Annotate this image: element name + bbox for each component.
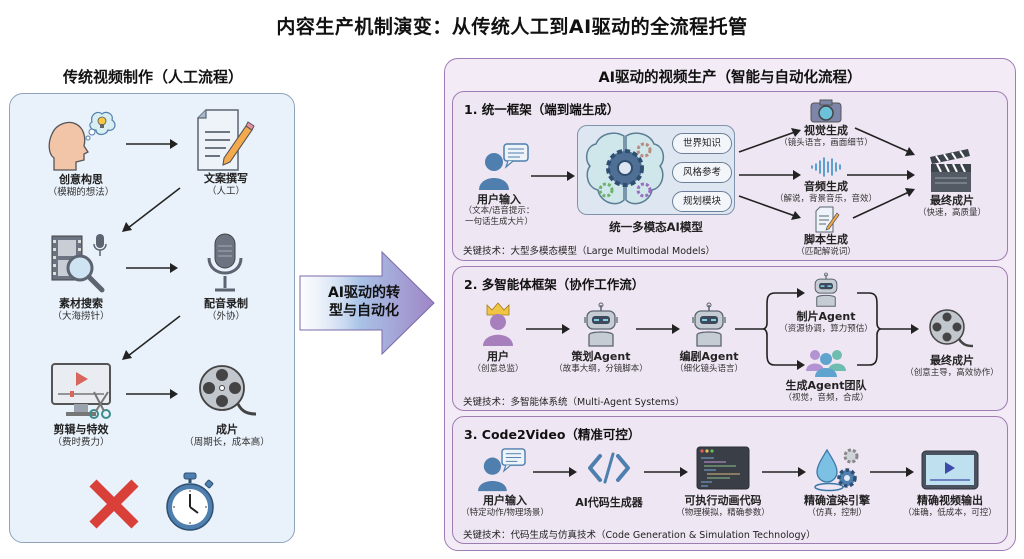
step-material-label: 素材搜索 （大海捞针） [52,297,110,322]
code-editor-icon [696,446,750,490]
camera-icon [810,99,842,123]
render-engine-label: 精确渲染引擎 （仿真，控制） [804,494,870,518]
monitor-scissors-icon [51,363,111,419]
arrow-right [126,263,178,273]
arrow-right [762,467,806,477]
clapperboard-icon [930,149,971,192]
robot-icon [692,302,726,347]
step-voice-label: 配音录制 （外协） [204,297,248,322]
arrow-right [644,467,688,477]
anim-code-label: 可执行动画代码 （物理模拟，精确参数） [676,494,770,518]
arrow-right [531,171,575,181]
step-script-label: 文案撰写 （人工） [204,172,248,197]
producer-robot-icon [814,272,838,307]
code-generator-label: AI代码生成器 [575,496,643,509]
pill-world-knowledge: 世界知识 [672,133,732,154]
head-idea-icon [48,111,116,171]
stopwatch-icon [166,472,214,531]
s1-user-label: 用户输入 （文本/语音提示： 一句话生成大片） [463,193,535,227]
s1-key-tech: 关键技术：大型多模态模型（Large Multimodal Models） [463,246,716,257]
microphone-icon [207,233,243,292]
transition-arrow [299,250,435,356]
section-3-title: 3. Code2Video（精准可控） [464,427,641,442]
audio-gen-label: 音频生成 （解说，背景音乐，音效） [774,180,877,204]
section-1-title: 1. 统一框架（端到端生成） [464,102,620,117]
robot-icon [584,302,618,347]
pill-planning-module: 规划模块 [672,191,732,212]
red-x-icon [89,479,139,529]
video-output-label: 精确视频输出 （准确，低成本，可控） [903,494,997,518]
transition-label: AI驱动的转 型与自动化 [327,285,401,319]
brain-gears-icon [585,132,665,205]
page-title: 内容生产机制演变：从传统人工到AI驱动的全流程托管 [276,16,748,38]
s2-final-label: 最终成片 （创意主导，高效协作） [905,354,999,378]
s2-user-label: 用户 （创意总监） [472,350,524,374]
arrow-right [636,324,680,334]
section-2-title: 2. 多智能体框架（协作工作流） [464,277,645,292]
user-chat-icon [478,448,526,492]
render-engine-icon [814,448,859,492]
s2-key-tech: 关键技术：多智能体系统（Multi-Agent Systems） [463,397,685,408]
model-label: 统一多模态AI模型 [609,220,703,234]
s3-user-label: 用户输入 （特定动作/物理场景） [461,494,549,518]
arrow-right [870,467,914,477]
branch-arrows [738,127,915,220]
step-final-label: 成片 （周期长，成本高） [184,423,270,448]
document-pencil-icon [197,109,255,171]
agent-branch-arrows [735,288,919,370]
agent-team-icon [806,350,846,377]
s3-key-tech: 关键技术：代码生成与仿真技术（Code Generation & Simulat… [463,530,816,541]
step-idea-label: 创意构思 （模糊的想法） [47,173,115,198]
planner-agent-label: 策划Agent （故事大纲，分镜脚本） [554,350,648,374]
audio-wave-icon [811,157,841,177]
traditional-heading: 传统视频制作（人工流程） [62,68,243,86]
arrow-right [126,389,178,399]
final-reel-icon [929,309,974,348]
code-brackets-icon [588,452,630,484]
arrow-diagonal [122,187,181,232]
arrow-diagonal [122,315,181,360]
arrow-right [533,467,577,477]
writer-agent-label: 编剧Agent （细化镜头语言） [674,350,743,374]
arrow-right [126,139,178,149]
visual-gen-label: 视觉生成 （镜头语言，画面细节） [779,124,873,148]
video-output-icon [921,450,979,490]
user-crown-icon [483,302,513,346]
script-doc-icon [815,206,840,233]
user-chat-icon [479,143,529,190]
pill-style-reference: 风格参考 [672,162,732,183]
section-multi-agent [452,266,1008,411]
film-reel-icon [199,365,257,416]
script-gen-label: 脚本生成 （匹配解说词） [796,233,856,257]
ai-heading: AI驱动的视频生产（智能与自动化流程） [598,70,862,86]
gen-team-label: 生成Agent团队 （视觉，音频，合成） [783,379,869,403]
producer-agent-label: 制片Agent （资源协调，算力预估） [779,310,873,334]
arrow-right [526,324,570,334]
s1-final-label: 最终成片 （快速，高质量） [917,194,986,218]
step-edit-label: 剪辑与特效 （费时费力） [52,423,110,448]
film-search-icon [51,234,107,293]
